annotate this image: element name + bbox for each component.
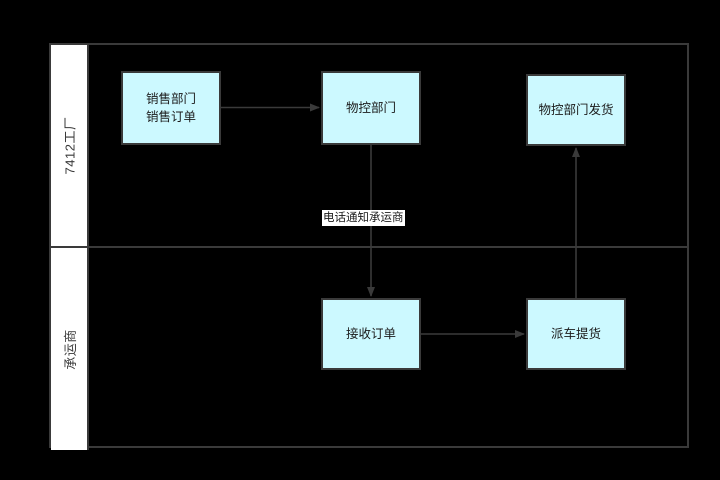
- task-node-receive-order[interactable]: 接收订单: [321, 298, 421, 370]
- task-node-material-control-shipping[interactable]: 物控部门发货: [526, 74, 626, 146]
- lane-header-factory: 7412工厂: [51, 45, 89, 246]
- lane-header-carrier: 承运商: [51, 248, 89, 450]
- swimlane-lane-factory: 7412工厂: [51, 45, 687, 248]
- task-node-sales-department[interactable]: 销售部门 销售订单: [121, 71, 221, 145]
- lane-title-carrier: 承运商: [62, 328, 78, 370]
- swimlane-pool: 7412工厂 承运商: [49, 43, 689, 450]
- edge-label-phone-notify-carrier: 电话通知承运商: [322, 210, 405, 226]
- task-node-dispatch-vehicle-pickup[interactable]: 派车提货: [526, 298, 626, 370]
- swimlane-lane-carrier: 承运商: [51, 248, 687, 450]
- task-node-material-control-department[interactable]: 物控部门: [321, 71, 421, 145]
- lane-title-factory: 7412工厂: [62, 116, 78, 175]
